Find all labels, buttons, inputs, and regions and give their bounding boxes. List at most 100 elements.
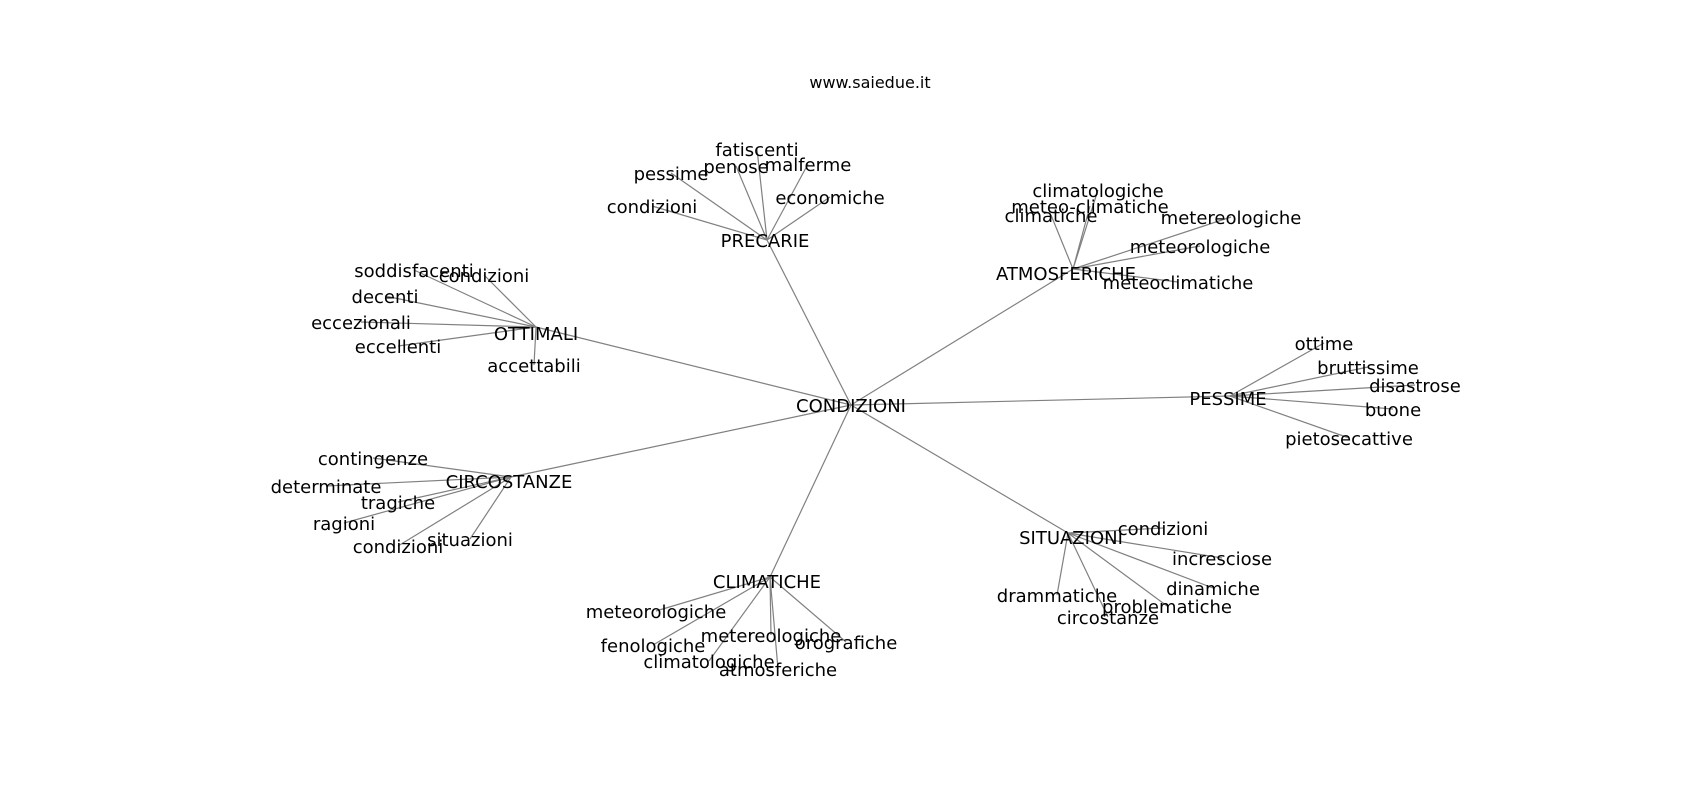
edge-situazioni-leaf bbox=[1067, 527, 1164, 534]
leaf-node-label: contingenze bbox=[318, 449, 428, 470]
edge-pessime-leaf bbox=[1229, 384, 1416, 397]
leaf-node-label: climatologiche bbox=[643, 652, 774, 673]
edge-root-situazioni bbox=[850, 404, 1069, 534]
hub-node-pessime: PESSIME bbox=[1189, 389, 1266, 410]
edges-layer bbox=[325, 148, 1416, 670]
leaf-node-label: circostanze bbox=[1057, 608, 1159, 629]
leaf-node-label: fenologiche bbox=[601, 636, 706, 657]
edge-situazioni-leaf bbox=[1067, 532, 1168, 607]
edge-ottimali-leaf bbox=[384, 295, 537, 328]
leaf-node-label: bruttissime bbox=[1317, 358, 1419, 379]
hub-node-situazioni: SITUAZIONI bbox=[1019, 528, 1123, 549]
leaf-node-label: problematiche bbox=[1102, 597, 1232, 618]
leaf-node-label: orografiche bbox=[795, 633, 898, 654]
leaf-node-label: dinamiche bbox=[1166, 579, 1260, 600]
edge-climatiche-leaf bbox=[769, 576, 779, 670]
leaf-node-label: condizioni bbox=[607, 197, 698, 218]
hub-node-circostanze: CIRCOSTANZE bbox=[446, 472, 573, 493]
edge-pessime-leaf bbox=[1229, 366, 1369, 397]
edge-ottimali-leaf bbox=[413, 269, 537, 328]
leaf-node-label: soddisfacenti bbox=[354, 261, 473, 282]
edge-root-climatiche bbox=[769, 404, 852, 578]
edge-precarie-leaf bbox=[756, 148, 768, 241]
leaf-node-label: determinate bbox=[271, 477, 382, 498]
leaf-node-label: condizioni bbox=[439, 266, 530, 287]
edge-situazioni-leaf bbox=[1067, 532, 1214, 589]
edge-climatiche-leaf bbox=[769, 576, 847, 643]
hub-node-climatiche: CLIMATICHE bbox=[713, 572, 821, 593]
leaf-node-label: eccezionali bbox=[311, 313, 411, 334]
leaf-node-label: drammatiche bbox=[997, 586, 1117, 607]
edge-situazioni-leaf bbox=[1067, 532, 1223, 559]
leaf-node-label: buone bbox=[1365, 400, 1421, 421]
leaf-node-label: malferme bbox=[765, 155, 852, 176]
leaf-node-label: economiche bbox=[775, 188, 884, 209]
edge-root-pessime bbox=[850, 395, 1231, 406]
edge-precarie-leaf bbox=[766, 196, 831, 241]
hub-node-atmosferiche: ATMOSFERICHE bbox=[996, 264, 1136, 285]
leaf-node-label: fatiscenti bbox=[715, 140, 798, 161]
edge-ottimali-leaf bbox=[483, 274, 537, 328]
leaf-node-label: pessime bbox=[634, 164, 709, 185]
hub-node-ottimali: OTTIMALI bbox=[494, 324, 578, 345]
hub-node-precarie: PRECARIE bbox=[721, 231, 810, 252]
leaf-node-label: ragioni bbox=[313, 514, 375, 535]
edge-precarie-leaf bbox=[735, 165, 768, 241]
edge-atmosferiche-leaf bbox=[1072, 268, 1179, 283]
leaf-node-label: incresciose bbox=[1172, 549, 1272, 570]
edge-situazioni-leaf bbox=[1056, 532, 1069, 596]
leaf-node-label: meteoclimatiche bbox=[1103, 273, 1254, 294]
edge-root-ottimali bbox=[535, 326, 852, 406]
leaf-node-label: condizioni bbox=[353, 537, 444, 558]
edge-atmosferiche-leaf bbox=[1072, 216, 1232, 270]
edge-root-precarie bbox=[766, 239, 852, 406]
edge-pessime-leaf bbox=[1229, 395, 1394, 410]
site-url: www.saiedue.it bbox=[809, 73, 930, 92]
edge-pessime-leaf bbox=[1229, 395, 1350, 439]
edge-climatiche-leaf bbox=[655, 576, 771, 612]
edge-circostanze-leaf bbox=[372, 457, 512, 478]
edge-circostanze-leaf bbox=[469, 476, 512, 540]
edge-ottimali-leaf bbox=[533, 326, 537, 366]
leaf-node-label: climatiche bbox=[1005, 206, 1098, 227]
edge-root-circostanze bbox=[510, 404, 852, 478]
leaf-node-label: decenti bbox=[352, 287, 419, 308]
edge-ottimali-leaf bbox=[360, 321, 537, 328]
edge-climatiche-leaf bbox=[769, 576, 772, 636]
edge-circostanze-leaf bbox=[343, 476, 512, 524]
leaf-node-label: atmosferiche bbox=[719, 660, 837, 681]
leaf-node-label: disastrose bbox=[1369, 376, 1461, 397]
leaf-node-label: accettabili bbox=[487, 356, 580, 377]
leaf-node-label: metereologiche bbox=[1161, 208, 1302, 229]
edge-precarie-leaf bbox=[766, 163, 809, 241]
leaf-node-label: climatologiche bbox=[1032, 181, 1163, 202]
leaf-node-label: situazioni bbox=[427, 530, 513, 551]
edge-atmosferiche-leaf bbox=[1050, 214, 1074, 270]
leaf-node-label: metereologiche bbox=[701, 626, 842, 647]
leaf-node-label: ottime bbox=[1295, 334, 1354, 355]
edge-precarie-leaf bbox=[651, 205, 768, 241]
leaf-node-label: condizioni bbox=[1118, 519, 1209, 540]
edge-circostanze-leaf bbox=[397, 476, 512, 547]
edge-precarie-leaf bbox=[670, 172, 768, 241]
edge-circostanze-leaf bbox=[325, 476, 512, 487]
edge-climatiche-leaf bbox=[708, 576, 771, 662]
edge-pessime-leaf bbox=[1229, 342, 1325, 397]
edge-circostanze-leaf bbox=[397, 476, 512, 503]
leaf-node-label: meteorologiche bbox=[586, 602, 727, 623]
edge-climatiche-leaf bbox=[652, 576, 771, 646]
leaf-node-label: penose bbox=[703, 157, 768, 178]
edge-atmosferiche-leaf bbox=[1072, 245, 1201, 270]
edge-situazioni-leaf bbox=[1067, 532, 1109, 618]
labels-layer: www.saiedue.it CONDIZIONI fatiscenti pess… bbox=[271, 73, 1461, 681]
leaf-node-label: meteo-climatiche bbox=[1011, 197, 1168, 218]
edge-root-atmosferiche bbox=[850, 268, 1074, 406]
leaf-node-label: pietosecattive bbox=[1285, 429, 1413, 450]
leaf-node-label: tragiche bbox=[361, 493, 435, 514]
root-node-label: CONDIZIONI bbox=[796, 396, 906, 417]
leaf-node-label: eccellenti bbox=[355, 337, 441, 358]
leaf-node-label: meteorologiche bbox=[1130, 237, 1271, 258]
edge-ottimali-leaf bbox=[397, 326, 537, 347]
edge-atmosferiche-leaf bbox=[1072, 205, 1091, 270]
